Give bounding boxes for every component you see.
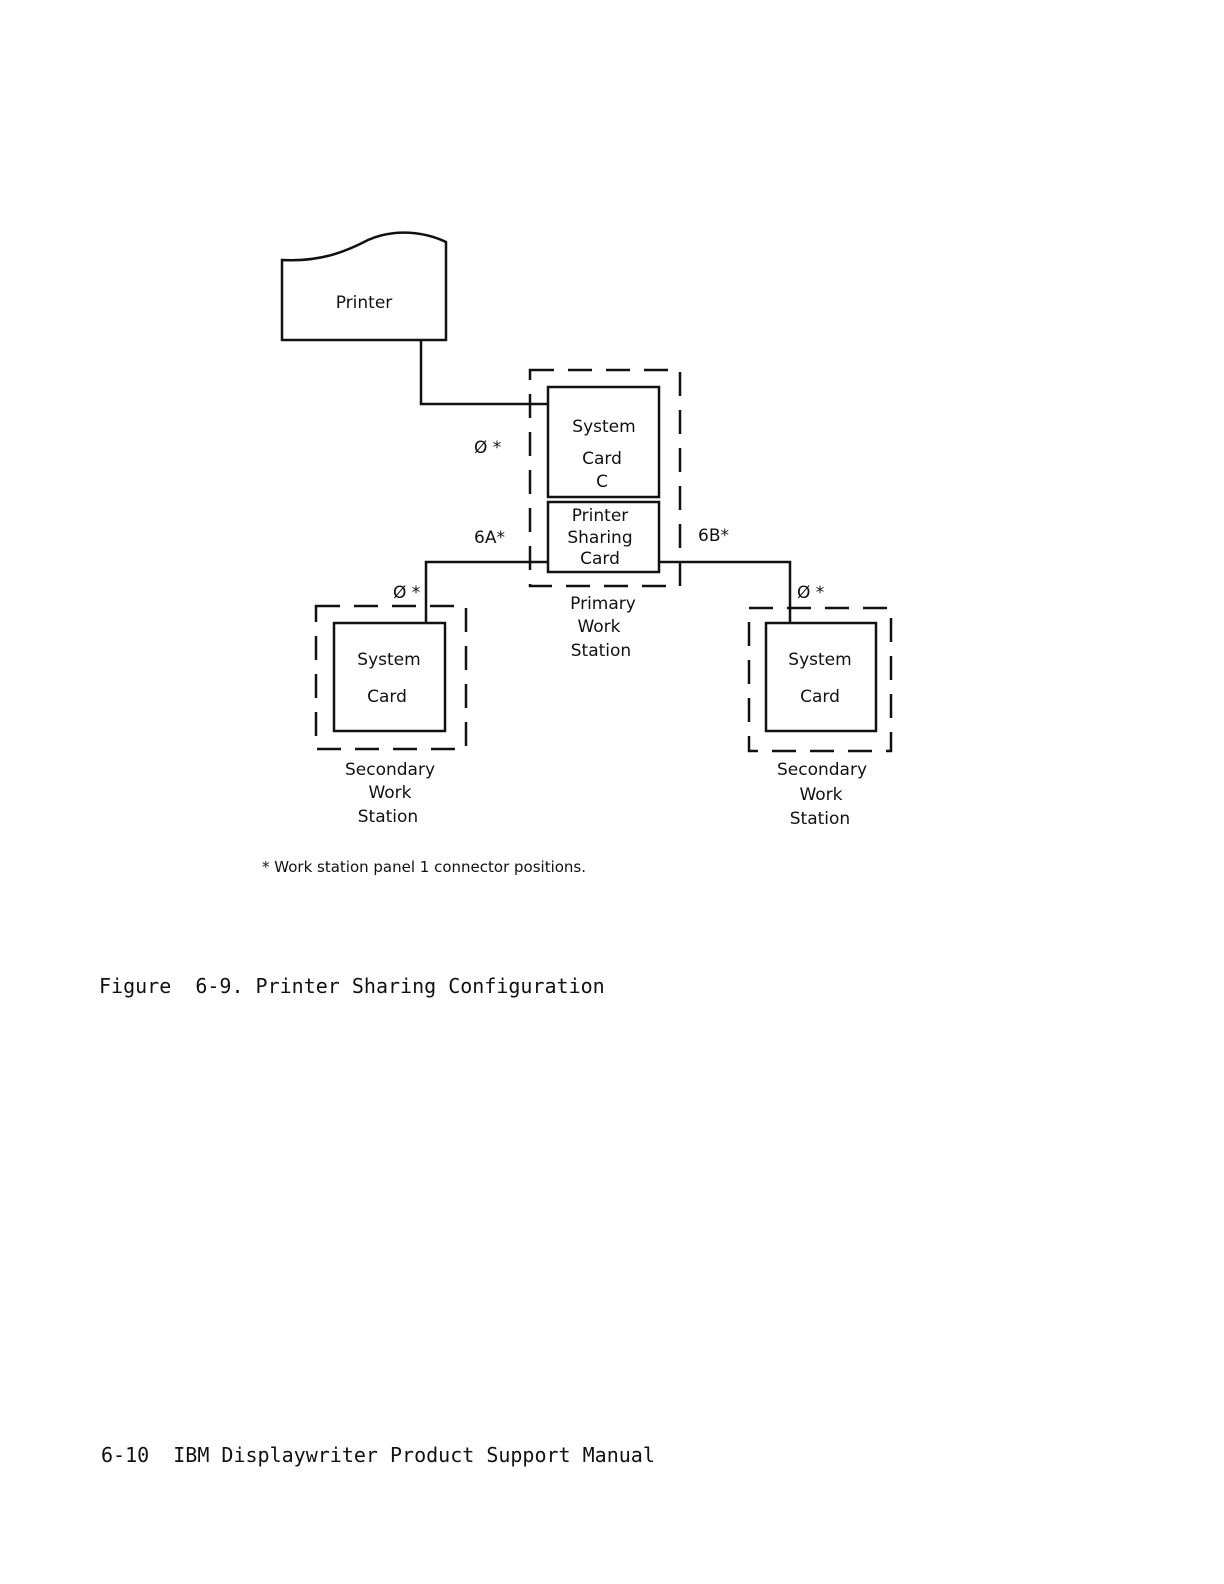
right-card-line-1: System [788,650,851,670]
primary-name-line-3: Station [571,641,631,661]
primary-card-line-2: Card [582,449,622,469]
cable-6a [426,562,548,622]
page-footer: 6-10 IBM Displaywriter Product Support M… [101,1443,655,1467]
primary-card-line-1: System [572,417,635,437]
primary-name-line-2: Work [577,617,620,637]
right-port-label: Ø * [797,583,824,603]
sharing-card-line-2: Sharing [567,528,632,548]
primary-card-line-3: C [596,472,608,492]
primary-name-line-1: Primary [570,594,636,614]
left-station-enclosure [316,606,466,749]
printer-port-label: Ø * [474,438,501,458]
sharing-card-line-1: Printer [572,506,629,526]
figure-caption: Figure 6-9. Printer Sharing Configuratio… [99,974,605,998]
left-name-line-3: Station [358,807,418,827]
left-card-line-1: System [357,650,420,670]
left-port-label: Ø * [393,583,420,603]
sharing-card-line-3: Card [580,549,620,569]
footnote: * Work station panel 1 connector positio… [262,858,586,876]
right-station-enclosure [749,608,891,751]
left-card-line-2: Card [367,687,407,707]
right-card-line-2: Card [800,687,840,707]
left-name-line-2: Work [368,783,411,803]
port-6b-label: 6B* [698,526,729,546]
left-system-card [334,623,445,731]
left-name-line-1: Secondary [345,760,435,780]
right-name-line-3: Station [790,809,850,829]
port-6a-label: 6A* [474,528,505,548]
right-name-line-2: Work [799,785,842,805]
printer-label: Printer [336,293,393,313]
cable-6b [659,562,790,622]
printer-shape [282,233,446,340]
right-system-card [766,623,876,731]
right-name-line-1: Secondary [777,760,867,780]
